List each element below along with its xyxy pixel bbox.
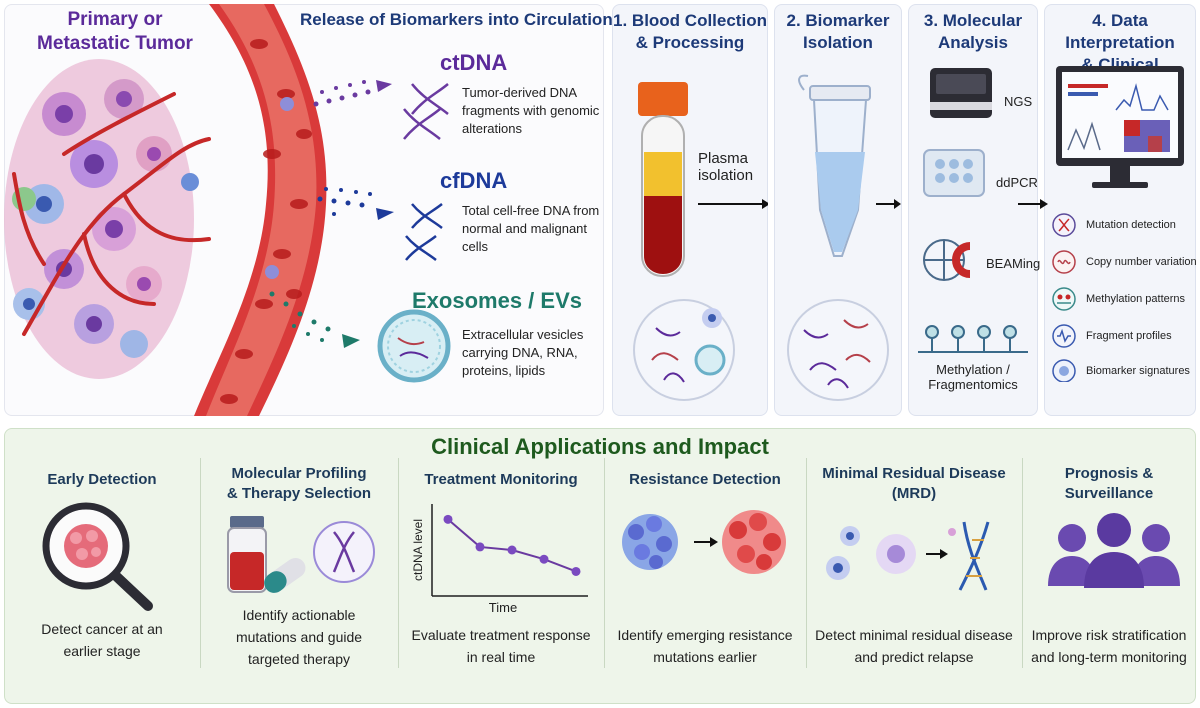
divider (200, 458, 201, 668)
app-desc-molecular-profiling: Identify actionable mutations and guide … (235, 607, 363, 667)
app-title-mrd: Minimal Residual Disease (MRD) (822, 465, 1006, 502)
ctdna-desc: Tumor-derived DNA fragments with genomic… (462, 85, 600, 136)
clinical-title: Clinical Applications and Impact (431, 434, 769, 459)
output-copy-number: Copy number variation (1086, 256, 1197, 268)
plasma-arrow-icon (698, 199, 768, 209)
cfdna-desc: Total cell-free DNA from normal and mali… (462, 203, 600, 254)
app-title-early-detection: Early Detection (47, 471, 157, 488)
release-title: Release of Biomarkers into Circulation (300, 10, 613, 29)
step-2-graphics (787, 74, 901, 401)
app-title-resistance-detection: Resistance Detection (629, 471, 781, 488)
cfdna-release-dots (317, 187, 394, 220)
ngs-sequencer-icon (930, 68, 992, 118)
tumor-vessel-illustration (4, 4, 451, 416)
divider (806, 458, 807, 668)
ddpcr-chip-icon (923, 149, 985, 197)
data-point-5 (571, 566, 581, 576)
y-axis-label: ctDNA level (411, 519, 425, 581)
mutation-detection-icon (1052, 213, 1076, 237)
app-title-molecular-profiling: Molecular Profiling & Therapy Selection (226, 465, 372, 502)
divider (1022, 458, 1023, 668)
treatment-monitoring-chart: ctDNA level Time (411, 504, 588, 615)
methylation-icon (918, 325, 1028, 353)
app-desc-resistance-detection: Identify emerging resistance mutations e… (617, 627, 793, 665)
fragment-profiles-icon (1052, 324, 1076, 348)
methylation-label: Methylation / Fragmentomics (928, 362, 1018, 392)
exosomes-name: Exosomes / EVs (412, 288, 582, 313)
data-point-3 (507, 545, 517, 555)
output-methylation-patterns: Methylation patterns (1086, 293, 1186, 305)
step-1-title: 1. Blood Collection & Processing (613, 11, 767, 52)
exosomes-desc: Extracellular vesicles carrying DNA, RNA… (462, 327, 584, 378)
step-4-graphics (1056, 66, 1184, 188)
ngs-label: NGS (1004, 94, 1033, 109)
output-mutation-detection: Mutation detection (1086, 219, 1176, 231)
x-axis-label: Time (489, 600, 517, 615)
tube-arrow-icon (876, 199, 901, 209)
app-title-prognosis: Prognosis & Surveillance (1064, 465, 1154, 502)
mrd-cells-icon (826, 521, 990, 591)
data-point-1 (443, 514, 453, 524)
ctdna-name: ctDNA (440, 50, 508, 75)
step-3-graphics (918, 68, 1028, 353)
app-title-treatment-monitoring: Treatment Monitoring (424, 471, 578, 488)
exosome-vesicle-icon (377, 309, 451, 383)
blood-tube-icon (638, 82, 688, 277)
divider (604, 458, 605, 668)
biomarker-signatures-icon (1052, 359, 1076, 382)
app-desc-early-detection: Detect cancer at an earlier stage (41, 621, 163, 659)
step-3-arrow-icon (1018, 199, 1048, 209)
isolated-dna-icon (787, 299, 889, 401)
step-3-title: 3. Molecular Analysis (923, 11, 1023, 52)
tumor-title: Primary or Metastatic Tumor (37, 9, 193, 54)
ctdna-dna-icon (403, 83, 449, 140)
magnifier-tumor-icon (42, 502, 153, 611)
clinical-applications-panel (4, 428, 1196, 704)
beaming-label: BEAMing (986, 256, 1041, 271)
output-icons (1052, 213, 1076, 382)
output-biomarker-signatures: Biomarker signatures (1086, 365, 1190, 377)
divider (398, 458, 399, 668)
tumor-vessels-icon (12, 92, 211, 336)
app-desc-mrd: Detect minimal residual disease and pred… (815, 627, 1013, 665)
plasma-isolation-label: Plasma isolation (698, 150, 754, 184)
ctdna-release-dots (313, 80, 392, 107)
ctdna-line (447, 518, 577, 573)
data-point-4 (539, 554, 549, 564)
copy-number-icon (1052, 250, 1076, 274)
ddpcr-label: ddPCR (996, 175, 1038, 190)
isolation-tube-icon (798, 74, 871, 257)
beaming-bead-icon (923, 239, 971, 281)
step-2-title: 2. Biomarker Isolation (786, 11, 890, 52)
app-desc-treatment-monitoring: Evaluate treatment response in real time (411, 627, 591, 665)
monitor-icon (1056, 66, 1184, 188)
step-1-graphics (633, 82, 768, 401)
output-fragment-profiles: Fragment profiles (1086, 330, 1172, 342)
cfdna-dna-icon (405, 203, 443, 261)
patients-group-icon (1048, 513, 1180, 588)
exosome-release-dots (269, 291, 360, 348)
methylation-patterns-icon (1052, 287, 1076, 311)
vial-capsule-icon (227, 516, 375, 593)
plasma-contents-icon (633, 299, 735, 401)
app-desc-prognosis: Improve risk stratification and long-ter… (1031, 627, 1187, 665)
resistance-cells-icon (622, 510, 786, 574)
cfdna-name: cfDNA (440, 168, 508, 193)
data-point-2 (475, 542, 485, 552)
